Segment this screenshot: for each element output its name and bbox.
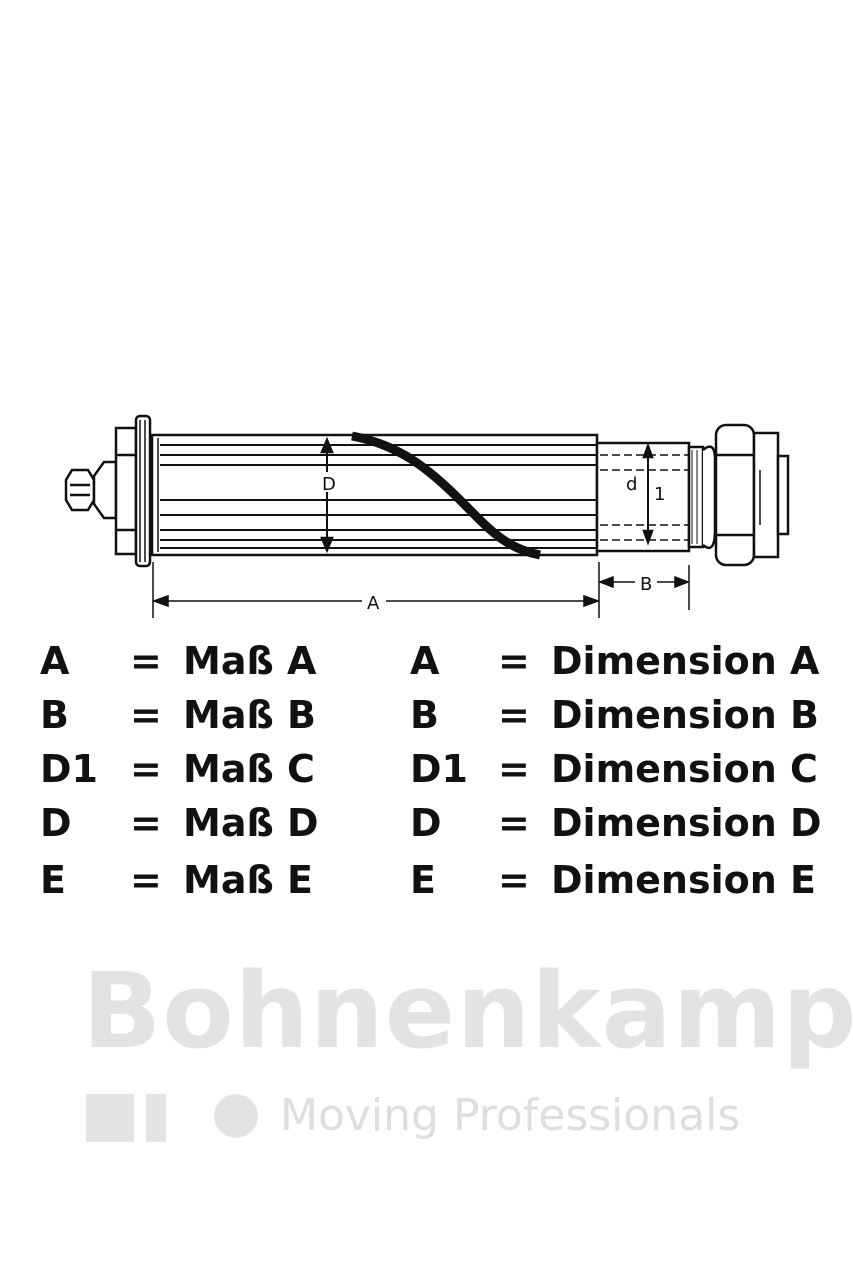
main-body — [150, 431, 599, 560]
grease-nipple — [64, 460, 118, 520]
legend-code: A — [410, 639, 440, 683]
legend-text: Dimension D — [551, 801, 822, 845]
legend-text: Dimension B — [551, 693, 819, 737]
legend-text: Dimension E — [551, 858, 816, 902]
watermark-logo — [86, 1094, 258, 1142]
legend-code: D1 — [40, 747, 98, 791]
legend-text: Maß C — [183, 747, 315, 791]
legend-text: Maß B — [183, 693, 316, 737]
label-1: 1 — [654, 484, 665, 505]
legend-equals: = — [130, 801, 162, 845]
legend-text: Maß D — [183, 801, 319, 845]
legend-equals: = — [130, 639, 162, 683]
legend-equals: = — [130, 747, 162, 791]
legend-code: B — [410, 693, 439, 737]
legend-equals: = — [498, 693, 530, 737]
legend-equals: = — [498, 639, 530, 683]
legend-code: E — [410, 858, 436, 902]
dimension-B — [597, 565, 691, 610]
legend-code: D — [410, 801, 442, 845]
label-A: A — [367, 593, 380, 614]
right-nut — [702, 423, 790, 567]
legend-code: B — [40, 693, 69, 737]
legend-text: Maß A — [183, 639, 317, 683]
label-d: d — [626, 474, 637, 495]
legend-text: Dimension C — [551, 747, 818, 791]
left-nut — [114, 414, 152, 568]
watermark-tagline: Moving Professionals — [280, 1090, 741, 1141]
legend-equals: = — [498, 747, 530, 791]
legend-equals: = — [130, 693, 162, 737]
legend-code: E — [40, 858, 66, 902]
legend-equals: = — [498, 858, 530, 902]
shock-absorber-drawing: D d 1 A B — [64, 414, 790, 618]
legend-code: A — [40, 639, 70, 683]
dimension-A — [151, 562, 601, 618]
label-D: D — [322, 474, 336, 495]
rod-section — [595, 441, 705, 553]
watermark-brand: Bohnenkamp — [82, 950, 853, 1072]
legend-text: Maß E — [183, 858, 313, 902]
legend-text: Dimension A — [551, 639, 820, 683]
legend-equals: = — [498, 801, 530, 845]
label-B: B — [640, 574, 652, 595]
legend-code: D1 — [410, 747, 468, 791]
legend-equals: = — [130, 858, 162, 902]
legend-code: D — [40, 801, 72, 845]
